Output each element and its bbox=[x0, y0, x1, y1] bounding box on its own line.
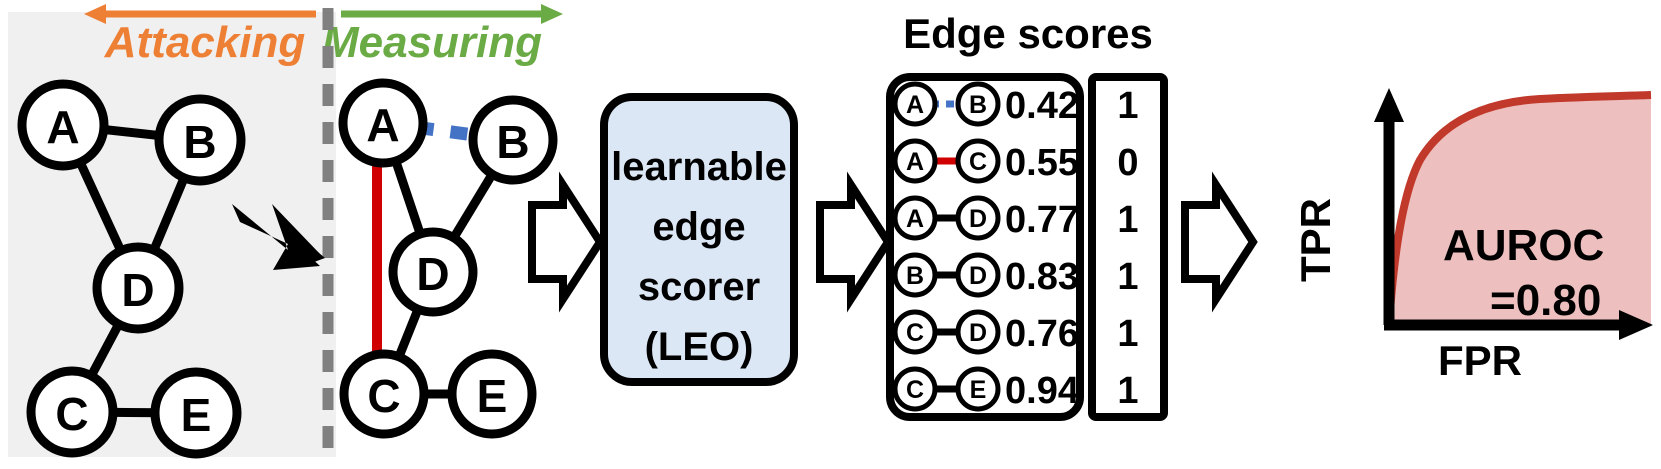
edge-scores-box bbox=[886, 73, 1084, 421]
scorer-box bbox=[600, 93, 798, 386]
roc-curve bbox=[1385, 91, 1652, 326]
scorer-box-line-3: scorer bbox=[638, 265, 760, 309]
node-B-label: B bbox=[496, 116, 529, 168]
node-C-label: C bbox=[367, 370, 400, 422]
score-row: B D 0.83 1 bbox=[892, 252, 1139, 298]
mini-node-from bbox=[892, 309, 938, 355]
node-C bbox=[339, 349, 429, 439]
graph-nodes: A B D C E bbox=[338, 78, 558, 439]
edge-label-value: 1 bbox=[1117, 370, 1138, 412]
mini-node-from bbox=[892, 252, 938, 298]
mini-node-from-label: A bbox=[906, 205, 924, 233]
auroc-label-line-1: AUROC bbox=[1443, 221, 1604, 270]
roc-area-fill bbox=[1389, 95, 1651, 325]
score-row: A D 0.77 1 bbox=[892, 195, 1139, 241]
mini-node-to-label: D bbox=[969, 319, 987, 347]
node-B bbox=[154, 94, 246, 186]
edge-label-value: 1 bbox=[1117, 85, 1138, 127]
mini-node-to-label: B bbox=[969, 91, 987, 119]
score-row: C D 0.76 1 bbox=[892, 309, 1139, 355]
node-E-label: E bbox=[181, 389, 212, 441]
attacking-phase-arrow bbox=[84, 4, 316, 24]
edge-labels-box bbox=[1088, 73, 1168, 421]
node-E bbox=[447, 349, 537, 439]
node-A-label: A bbox=[366, 99, 399, 151]
attacking-phase-label: Attacking bbox=[104, 18, 306, 67]
node-D-label: D bbox=[121, 264, 154, 316]
mini-node-to bbox=[955, 366, 1001, 412]
edge-score-value: 0.42 bbox=[1005, 85, 1079, 127]
scorer-box-line-1: learnable bbox=[611, 145, 787, 189]
edge-score-value: 0.77 bbox=[1005, 199, 1079, 241]
mini-node-to-label: E bbox=[970, 376, 987, 404]
edge-label-value: 1 bbox=[1117, 199, 1138, 241]
original-graph: A B D C E bbox=[17, 79, 246, 459]
mini-node-from bbox=[892, 81, 938, 127]
node-C-label: C bbox=[55, 388, 88, 440]
mini-node-to bbox=[955, 195, 1001, 241]
perturbed-graph: A B D C E bbox=[338, 78, 558, 439]
mini-node-from bbox=[892, 195, 938, 241]
mini-node-to bbox=[955, 309, 1001, 355]
mini-node-from-label: A bbox=[906, 91, 924, 119]
roc-plot: TPR FPR AUROC =0.80 bbox=[1292, 88, 1653, 384]
arrow-scores-to-roc-icon bbox=[1181, 171, 1258, 313]
node-E-label: E bbox=[477, 370, 508, 422]
mini-node-to-label: C bbox=[969, 148, 987, 176]
mini-node-to-label: D bbox=[969, 262, 987, 290]
measuring-phase-arrow bbox=[341, 4, 563, 24]
lightning-bolt-arrow-icon bbox=[232, 204, 325, 270]
node-D bbox=[92, 242, 184, 334]
score-row: A C 0.55 0 bbox=[892, 138, 1139, 184]
roc-y-axis-arrowhead bbox=[1374, 88, 1404, 122]
node-A-label: A bbox=[46, 101, 79, 153]
roc-x-axis-label: FPR bbox=[1438, 337, 1522, 384]
measuring-phase-label: Measuring bbox=[322, 18, 542, 67]
node-B-label: B bbox=[183, 116, 216, 168]
mini-node-to bbox=[955, 138, 1001, 184]
mini-node-to bbox=[955, 81, 1001, 127]
node-A bbox=[338, 78, 428, 168]
roc-x-axis-arrowhead bbox=[1619, 310, 1653, 340]
node-D-label: D bbox=[416, 248, 449, 300]
score-row: A B 0.42 1 bbox=[892, 81, 1139, 127]
mini-node-to bbox=[955, 252, 1001, 298]
scorer-box-line-2: edge bbox=[652, 205, 745, 249]
edge-scores-title: Edge scores bbox=[903, 10, 1153, 57]
edge-label-value: 0 bbox=[1117, 142, 1138, 184]
graph-nodes: A B D C E bbox=[17, 79, 246, 459]
edge-score-value: 0.76 bbox=[1005, 313, 1079, 355]
mini-node-from bbox=[892, 366, 938, 412]
node-D bbox=[388, 227, 478, 317]
node-C bbox=[26, 366, 118, 458]
mini-node-to-label: D bbox=[969, 205, 987, 233]
node-E bbox=[150, 367, 242, 459]
arrow-scorer-to-scores-icon bbox=[816, 171, 893, 313]
mini-node-from-label: C bbox=[906, 376, 924, 404]
mini-node-from-label: B bbox=[906, 262, 924, 290]
node-A bbox=[17, 79, 109, 171]
auroc-label-line-2: =0.80 bbox=[1490, 276, 1601, 325]
edge-score-value: 0.83 bbox=[1005, 256, 1079, 298]
arrow-graph-to-scorer-icon bbox=[528, 171, 605, 313]
mini-node-from-label: A bbox=[906, 148, 924, 176]
score-row: C E 0.94 1 bbox=[892, 366, 1139, 412]
edge-label-value: 1 bbox=[1117, 256, 1138, 298]
edge-score-value: 0.55 bbox=[1005, 142, 1079, 184]
mini-node-from bbox=[892, 138, 938, 184]
mini-node-from-label: C bbox=[906, 319, 924, 347]
scorer-box-line-4: (LEO) bbox=[645, 325, 754, 369]
edge-label-value: 1 bbox=[1117, 313, 1138, 355]
node-B bbox=[468, 95, 558, 185]
roc-y-axis-label: TPR bbox=[1292, 198, 1339, 282]
edge-score-value: 0.94 bbox=[1005, 370, 1079, 412]
